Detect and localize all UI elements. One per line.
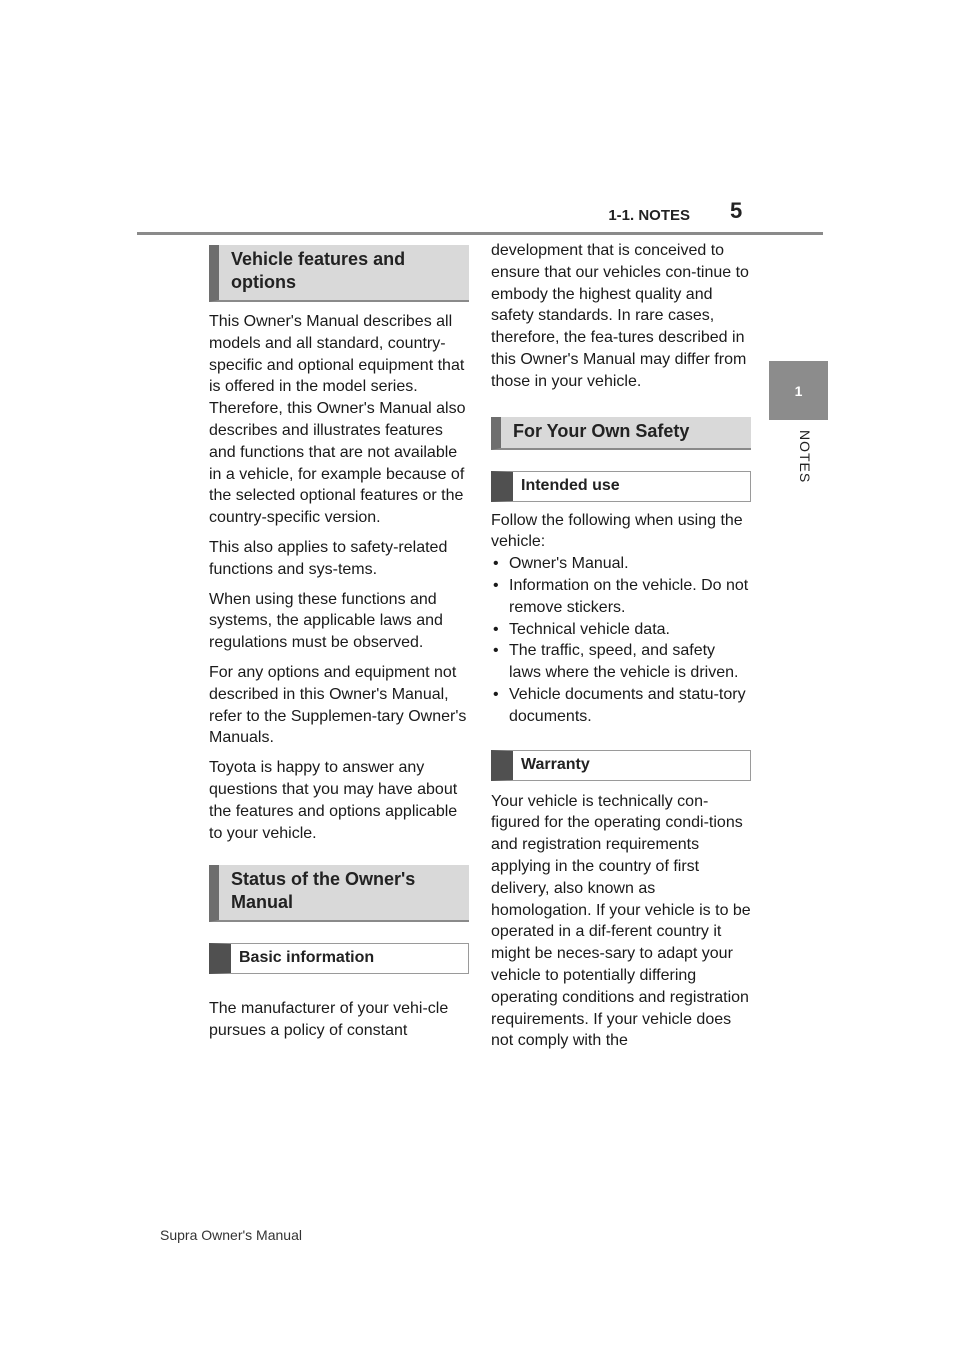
list-item: The traffic, speed, and safety laws wher… (491, 640, 751, 684)
paragraph-development: development that is conceived to ensure … (491, 242, 749, 390)
subheading-warranty: Warranty (491, 749, 751, 781)
chapter-tab: 1 (769, 361, 828, 420)
heading-status: Status of the Owner's Manual (209, 865, 469, 923)
paragraph-follow: Follow the following when using the vehi… (491, 511, 743, 551)
list-item: Information on the vehicle. Do not remov… (491, 575, 751, 619)
right-column: development that is conceived to ensure … (491, 240, 751, 1052)
paragraph-manufacturer: The manufacturer of your vehi-cle pursue… (209, 1000, 449, 1040)
heading-safety: For Your Own Safety (491, 416, 751, 450)
footer-manual-title: Supra Owner's Manual (160, 1227, 302, 1243)
chapter-number: 1 (794, 382, 803, 399)
section-title: 1-1. NOTES (608, 207, 690, 224)
heading-vehicle-features: Vehicle features and options (209, 245, 469, 302)
chapter-label: NOTES (797, 430, 813, 484)
paragraph-laws: When using these functions and systems, … (209, 590, 443, 652)
header-divider (137, 232, 823, 235)
list-item: Vehicle documents and statu-tory documen… (491, 684, 751, 728)
paragraph-describes: This Owner's Manual describes all models… (209, 313, 466, 527)
paragraph-warranty: Your vehicle is technically con-figured … (491, 792, 751, 1050)
paragraph-toyota: Toyota is happy to answer any questions … (209, 759, 458, 842)
list-item: Technical vehicle data. (491, 619, 751, 641)
list-item: Owner's Manual. (491, 553, 751, 575)
page-number: 5 (730, 198, 743, 223)
requirements-list: Owner's Manual. Information on the vehic… (491, 553, 751, 727)
subheading-intended-use: Intended use (491, 470, 751, 502)
left-column: Vehicle features and options This Owner'… (209, 245, 469, 1042)
paragraph-options: For any options and equipment not descri… (209, 663, 467, 747)
subheading-basic-information: Basic information (209, 943, 469, 975)
paragraph-applies: This also applies to safety-related func… (209, 538, 448, 578)
